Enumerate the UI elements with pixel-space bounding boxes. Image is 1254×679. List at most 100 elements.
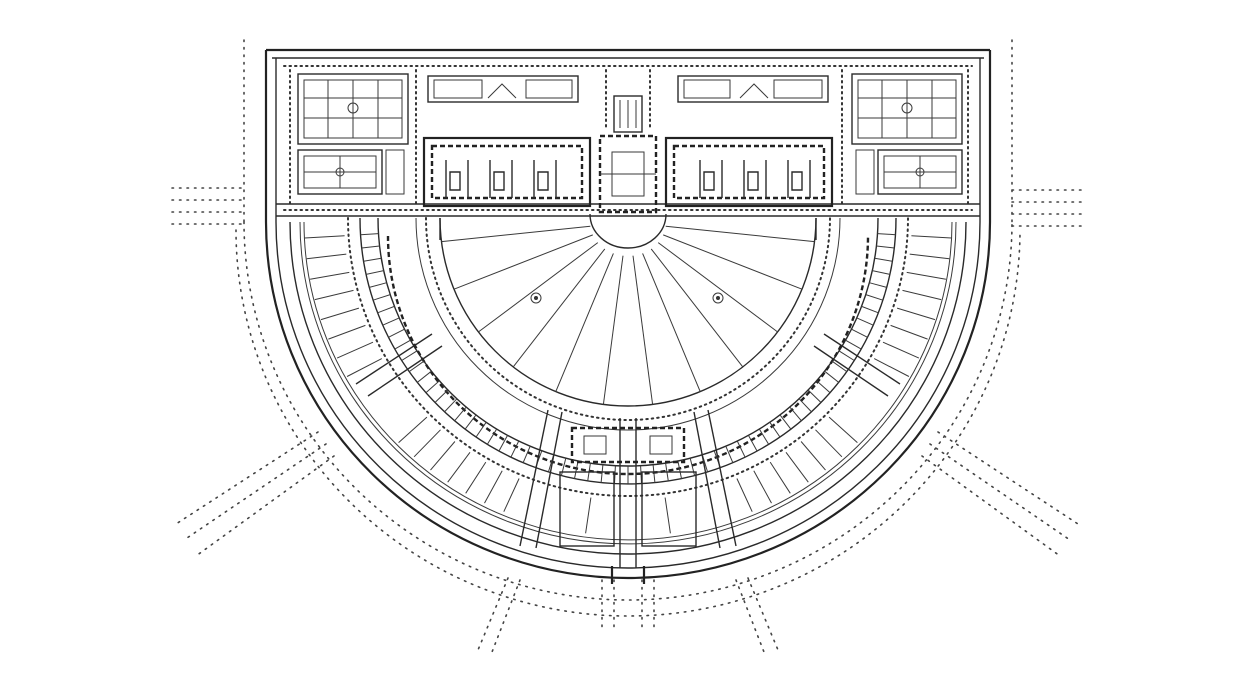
fountain-east xyxy=(712,292,724,304)
garden-parterre-se xyxy=(855,149,963,195)
garden-strip-divider xyxy=(346,358,383,377)
crescent-wall xyxy=(394,339,411,350)
crescent-wall xyxy=(856,317,874,326)
crescent-wall xyxy=(851,328,868,338)
garden-strip-divider xyxy=(465,461,487,494)
lawn-segment-line xyxy=(441,225,591,243)
crescent-wall xyxy=(377,305,395,314)
main-building-east xyxy=(664,75,834,208)
garden-strip-divider xyxy=(769,461,791,494)
crescent-wall xyxy=(876,245,895,249)
crescent-wall xyxy=(454,406,467,422)
south-openings xyxy=(610,566,646,584)
crescent-wall xyxy=(361,245,380,249)
crescent-wall xyxy=(845,339,862,350)
crescent-wall xyxy=(510,440,520,458)
lawn-segment-line xyxy=(602,255,624,405)
crescent-buildings xyxy=(347,217,909,497)
garden-parterre-sw xyxy=(297,149,405,195)
garden-strip-divider xyxy=(430,441,456,471)
outer-promenade xyxy=(243,221,1013,601)
garden-strip-divider xyxy=(882,341,920,359)
crescent-wall xyxy=(874,257,893,262)
crescent-wall xyxy=(522,446,531,463)
crescent-wall xyxy=(560,458,567,476)
garden-strip-divider xyxy=(911,235,952,239)
outer-boundary xyxy=(264,48,992,580)
crescent-wall xyxy=(869,282,887,288)
garden-strip-divider xyxy=(314,289,354,301)
crescent-wall xyxy=(464,414,477,430)
crescent-wall xyxy=(798,398,812,413)
crescent-wall xyxy=(388,328,405,338)
garden-parterre-ne xyxy=(851,73,963,145)
crescent-wall xyxy=(831,360,848,373)
crescent-wall xyxy=(434,389,449,403)
garden-strip-divider xyxy=(906,271,946,280)
north-strip xyxy=(276,65,980,217)
crescent-wall xyxy=(486,428,498,445)
crescent-wall xyxy=(401,350,418,361)
crescent-wall xyxy=(360,233,379,236)
crescent-wall xyxy=(877,233,896,236)
garden-strip-divider xyxy=(873,358,910,377)
garden-strip-divider xyxy=(310,271,350,280)
crescent-wall xyxy=(689,458,696,476)
central-radial-lawn xyxy=(439,217,817,407)
garden-strip-divider xyxy=(304,235,345,239)
garden-strip-divider xyxy=(306,253,347,260)
garden-strip-divider xyxy=(484,470,503,504)
garden-strip-divider xyxy=(328,324,366,340)
crescent-wall xyxy=(779,414,792,430)
lawn-segment-line xyxy=(650,248,744,368)
garden-strip-divider xyxy=(585,497,592,534)
crescent-wall xyxy=(865,294,884,301)
lawn-segment-line xyxy=(478,242,599,333)
crescent-wall xyxy=(861,305,879,314)
lawn-segment-line xyxy=(512,248,606,368)
outer-avenues xyxy=(171,187,1083,653)
garden-strip-divider xyxy=(800,441,826,471)
crescent-wall xyxy=(425,380,440,394)
crescent-wall xyxy=(872,270,891,275)
crescent-wall xyxy=(769,421,781,438)
garden-strip-divider xyxy=(447,452,471,483)
lawn-segment-line xyxy=(663,234,803,290)
crescent-wall xyxy=(363,257,382,262)
crescent-wall xyxy=(838,350,855,361)
garden-strip-divider xyxy=(736,478,753,512)
crescent-wall xyxy=(498,435,509,452)
crescent-wall xyxy=(444,398,458,413)
crescent-wall xyxy=(600,464,604,483)
garden-strip-divider xyxy=(753,470,772,504)
garden-strip-divider xyxy=(890,324,928,340)
garden-strip-divider xyxy=(398,416,428,443)
crescent-wall xyxy=(747,435,758,452)
crescent-wall xyxy=(365,270,384,275)
crescent-wall xyxy=(408,360,425,373)
crescent-wall xyxy=(789,406,802,422)
crescent-wall xyxy=(807,389,822,403)
lawn-segment-line xyxy=(555,253,614,392)
main-building-west xyxy=(422,75,592,208)
crescent-wall xyxy=(758,428,770,445)
crescent-wall xyxy=(382,317,400,326)
lawn-segment-line xyxy=(632,255,654,405)
crescent-wall xyxy=(475,421,487,438)
crescent-wall xyxy=(416,370,432,383)
garden-strip-divider xyxy=(896,307,936,321)
crescent-wall xyxy=(652,464,656,483)
south-gatehouse xyxy=(559,426,697,547)
lawn-segment-line xyxy=(642,253,701,392)
garden-strip-divider xyxy=(503,478,520,512)
crescent-wall xyxy=(372,294,391,301)
garden-strip-divider xyxy=(320,307,360,321)
radial-avenues xyxy=(355,333,901,568)
crescent-wall xyxy=(574,460,579,479)
garden-strip-divider xyxy=(815,429,843,458)
crescent-wall xyxy=(725,446,734,463)
crescent-wall xyxy=(369,282,387,288)
garden-strip-divider xyxy=(785,452,809,483)
